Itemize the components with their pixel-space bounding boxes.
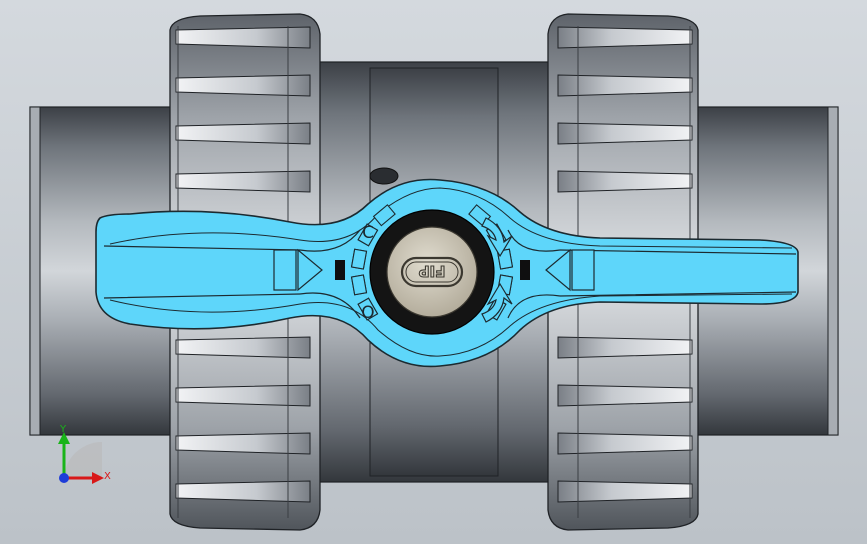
x-axis-arrow-icon [92, 472, 104, 484]
nut-rib [175, 480, 311, 503]
open-mark-label: C [362, 223, 374, 243]
position-mark [372, 204, 396, 227]
rotation-arrow-close-icon [481, 282, 513, 323]
left-arrow-icon [273, 248, 323, 292]
nut-rib [175, 432, 311, 455]
nut-rib [175, 384, 311, 407]
logo-frame [400, 256, 464, 288]
z-axis-dot-icon [59, 473, 69, 483]
fip-logo-text: FIP [419, 262, 446, 280]
position-mark [350, 248, 368, 270]
nut-rib [557, 432, 693, 455]
nut-rib [557, 122, 693, 145]
nut-rib [175, 170, 311, 193]
pipe-end-right [689, 106, 839, 436]
nut-rib [175, 74, 311, 97]
nut-rib [557, 384, 693, 407]
close-mark-label: O [361, 303, 374, 323]
position-mark [357, 223, 379, 247]
nut-rib [175, 26, 311, 49]
position-mark [350, 274, 368, 296]
position-mark [357, 297, 379, 321]
logo-disc [386, 226, 478, 318]
lock-slot-right [520, 260, 530, 280]
nut-rib [175, 122, 311, 145]
nut-rib [175, 336, 311, 359]
nut-rib [557, 170, 693, 193]
x-axis-label: X [104, 471, 111, 482]
nut-rib [557, 26, 693, 49]
valve-handle[interactable]: C O FIP [95, 178, 799, 368]
y-axis-arrow-icon [58, 432, 70, 444]
nut-rib [557, 480, 693, 503]
axis-triad: Y X [58, 424, 111, 484]
right-arrow-icon [545, 248, 595, 292]
y-axis-label: Y [59, 424, 67, 435]
rotation-arrow-open-icon [481, 217, 513, 258]
nut-rib [557, 74, 693, 97]
lock-slot-left [335, 260, 345, 280]
nut-rib [557, 336, 693, 359]
